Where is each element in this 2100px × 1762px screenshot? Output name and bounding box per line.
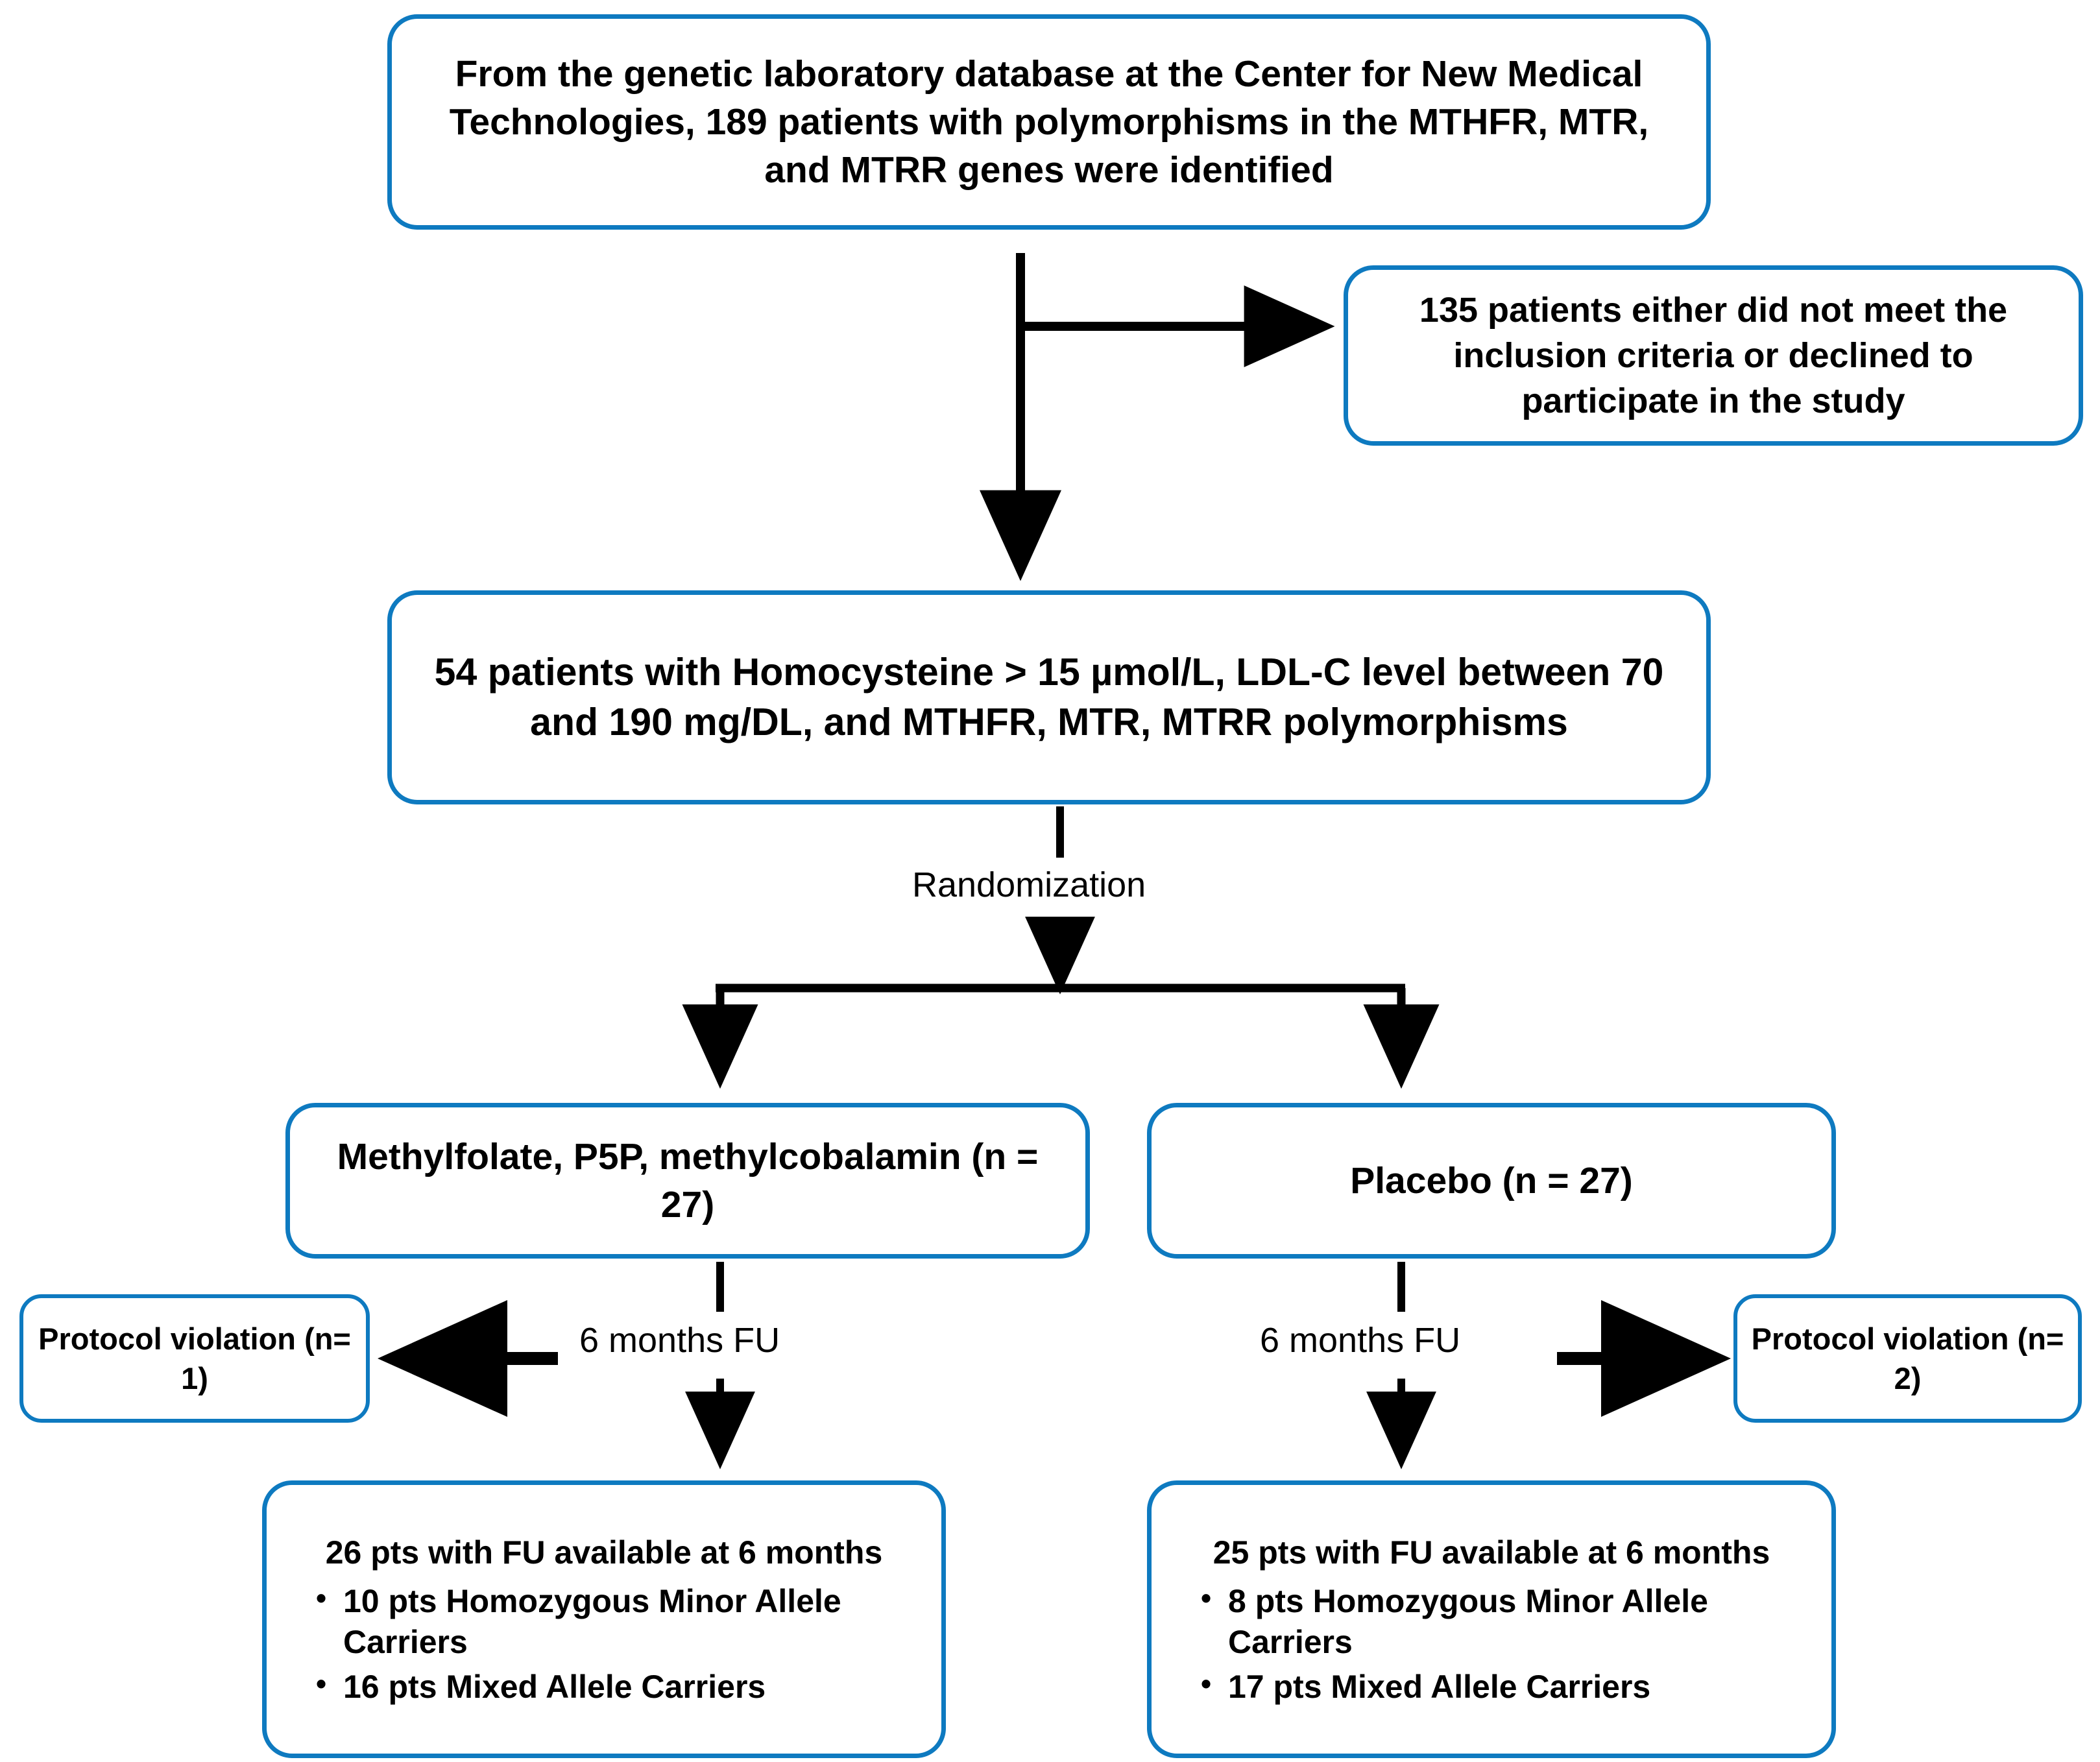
node-followup-treatment: 26 pts with FU available at 6 months 10 … — [262, 1480, 946, 1758]
list-item: 8 pts Homozygous Minor Allele Carriers — [1201, 1580, 1817, 1663]
node-source-population-text: From the genetic laboratory database at … — [449, 53, 1649, 191]
node-source-population: From the genetic laboratory database at … — [387, 14, 1711, 230]
list-item: 17 pts Mixed Allele Carriers — [1201, 1665, 1817, 1708]
node-placebo-arm: Placebo (n = 27) — [1147, 1103, 1836, 1259]
node-followup-treatment-bullets: 10 pts Homozygous Minor Allele Carriers … — [267, 1577, 941, 1708]
list-item: 16 pts Mixed Allele Carriers — [316, 1665, 927, 1708]
node-treatment-arm: Methylfolate, P5P, methylcobalamin (n = … — [285, 1103, 1090, 1259]
node-followup-placebo-heading: 25 pts with FU available at 6 months — [1213, 1534, 1770, 1571]
node-followup-placebo-bullets: 8 pts Homozygous Minor Allele Carriers 1… — [1152, 1577, 1831, 1708]
node-treatment-arm-text: Methylfolate, P5P, methylcobalamin (n = … — [337, 1135, 1039, 1225]
edge-label-randomization: Randomization — [912, 865, 1146, 904]
node-eligible-patients-text: 54 patients with Homocysteine > 15 µmol/… — [434, 651, 1664, 743]
edge-label-followup-placebo: 6 months FU — [1260, 1321, 1461, 1360]
node-eligible-patients: 54 patients with Homocysteine > 15 µmol/… — [387, 590, 1711, 804]
node-followup-treatment-heading: 26 pts with FU available at 6 months — [325, 1534, 883, 1571]
node-excluded-patients-text: 135 patients either did not meet the inc… — [1419, 290, 2008, 421]
node-protocol-violation-treatment: Protocol violation (n= 1) — [19, 1294, 370, 1423]
list-item: 10 pts Homozygous Minor Allele Carriers — [316, 1580, 927, 1663]
node-protocol-violation-placebo: Protocol violation (n= 2) — [1733, 1294, 2082, 1423]
node-excluded-patients: 135 patients either did not meet the inc… — [1344, 265, 2083, 446]
node-placebo-arm-text: Placebo (n = 27) — [1350, 1159, 1633, 1201]
node-protocol-violation-placebo-text: Protocol violation (n= 2) — [1751, 1321, 2064, 1395]
edge-label-followup-treatment: 6 months FU — [579, 1321, 780, 1360]
node-followup-placebo: 25 pts with FU available at 6 months 8 p… — [1147, 1480, 1836, 1758]
node-protocol-violation-treatment-text: Protocol violation (n= 1) — [38, 1321, 351, 1395]
